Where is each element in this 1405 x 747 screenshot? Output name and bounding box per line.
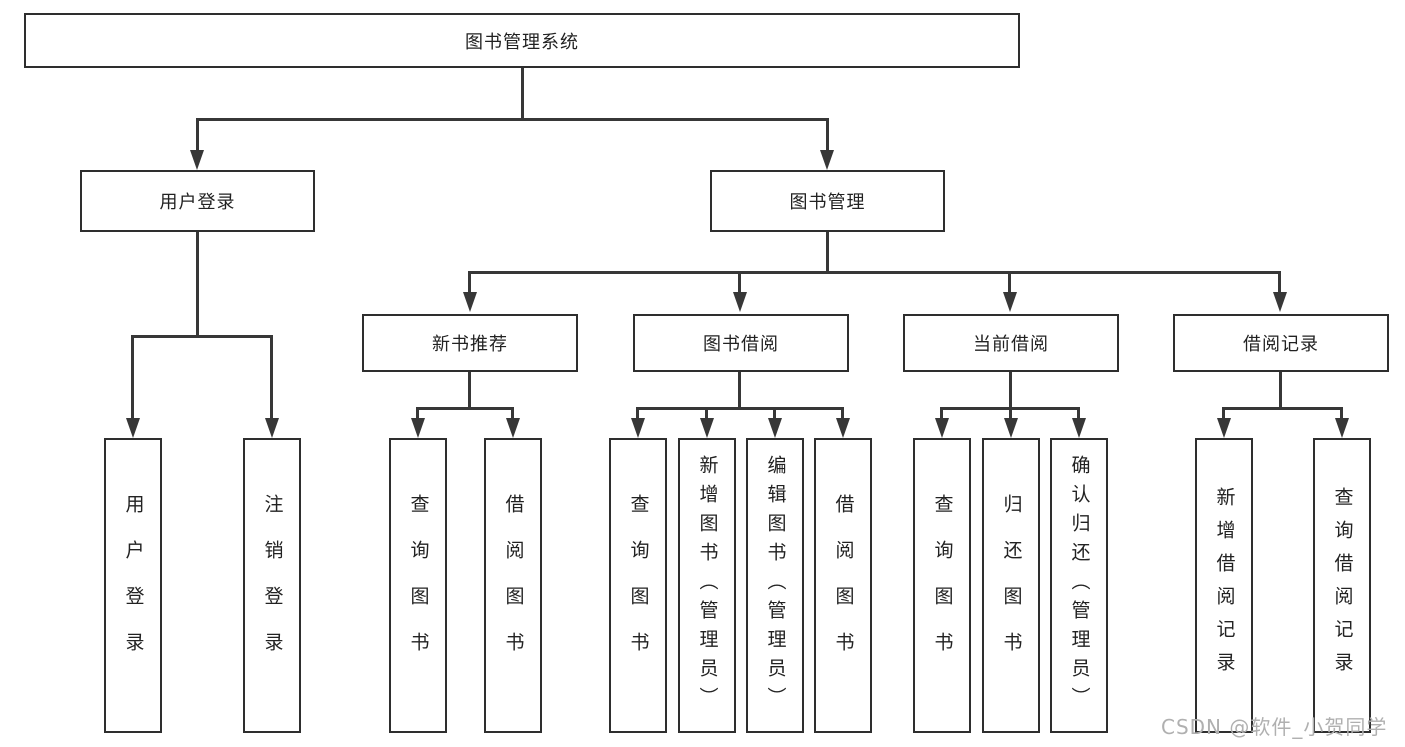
- connector-line: [738, 271, 741, 294]
- node-user-login: 用户登录: [80, 170, 315, 232]
- node-book-borrowing: 图书借阅: [633, 314, 849, 372]
- connector-line: [196, 232, 199, 336]
- node-label: 当前借阅: [973, 334, 1049, 355]
- connector-line: [416, 407, 419, 419]
- connector-line: [940, 407, 943, 419]
- node-add-borrow-record: 新增借阅记录: [1195, 438, 1253, 733]
- node-return-books: 归还图书: [982, 438, 1040, 733]
- connector-line: [1222, 407, 1225, 419]
- connector-line: [1008, 271, 1011, 294]
- arrow-down-icon: [768, 418, 782, 438]
- node-label: 新增借阅记录: [1213, 486, 1236, 685]
- arrow-down-icon: [265, 418, 279, 438]
- connector-line: [1278, 271, 1281, 294]
- connector-line: [1009, 407, 1012, 419]
- connector-line: [131, 335, 134, 419]
- node-label: 查询图书: [931, 493, 954, 678]
- connector-line: [468, 271, 1281, 274]
- connector-line: [416, 407, 514, 410]
- arrow-down-icon: [935, 418, 949, 438]
- node-confirm-return-admin: 确认归还（管理员）: [1050, 438, 1108, 733]
- connector-line: [738, 372, 741, 408]
- arrow-down-icon: [700, 418, 714, 438]
- node-current-borrowing: 当前借阅: [903, 314, 1119, 372]
- connector-line: [131, 335, 273, 338]
- node-query-borrow-record: 查询借阅记录: [1313, 438, 1371, 733]
- node-borrow-books-recommend: 借阅图书: [484, 438, 542, 733]
- connector-line: [826, 232, 829, 272]
- arrow-down-icon: [1072, 418, 1086, 438]
- connector-line: [826, 118, 829, 152]
- arrow-down-icon: [1217, 418, 1231, 438]
- node-label: 新书推荐: [432, 334, 508, 355]
- connector-line: [636, 407, 639, 419]
- connector-line: [705, 407, 708, 419]
- connector-line: [636, 407, 844, 410]
- connector-line: [841, 407, 844, 419]
- node-label: 新增图书（管理员）: [696, 455, 719, 716]
- node-book-management: 图书管理: [710, 170, 945, 232]
- connector-line: [773, 407, 776, 419]
- node-logout: 注销登录: [243, 438, 301, 733]
- node-borrow-books-action: 借阅图书: [814, 438, 872, 733]
- connector-line: [1279, 372, 1282, 408]
- arrow-down-icon: [463, 292, 477, 312]
- arrow-down-icon: [733, 292, 747, 312]
- node-query-books-borrow: 查询图书: [609, 438, 667, 733]
- connector-line: [511, 407, 514, 419]
- connector-line: [196, 118, 829, 121]
- node-label: 用户登录: [159, 192, 236, 213]
- node-label: 编辑图书（管理员）: [764, 455, 787, 716]
- node-edit-book-admin: 编辑图书（管理员）: [746, 438, 804, 733]
- node-label: 图书管理: [789, 192, 866, 213]
- node-query-books-current: 查询图书: [913, 438, 971, 733]
- arrow-down-icon: [1004, 418, 1018, 438]
- node-label: 查询图书: [407, 493, 430, 678]
- node-label: 图书管理系统: [465, 31, 579, 53]
- node-label: 用户登录: [122, 493, 145, 678]
- node-label: 查询图书: [627, 493, 650, 678]
- watermark-text: CSDN @软件_小贺同学: [1161, 715, 1388, 739]
- connector-line: [1340, 407, 1343, 419]
- arrow-down-icon: [190, 150, 204, 170]
- connector-line: [270, 335, 273, 419]
- arrow-down-icon: [1335, 418, 1349, 438]
- node-query-books-recommend: 查询图书: [389, 438, 447, 733]
- connector-line: [521, 67, 524, 119]
- arrow-down-icon: [820, 150, 834, 170]
- node-label: 查询借阅记录: [1331, 486, 1354, 685]
- arrow-down-icon: [126, 418, 140, 438]
- arrow-down-icon: [631, 418, 645, 438]
- node-label: 借阅图书: [832, 493, 855, 678]
- arrow-down-icon: [1273, 292, 1287, 312]
- connector-line: [468, 271, 471, 294]
- node-add-book-admin: 新增图书（管理员）: [678, 438, 736, 733]
- node-label: 归还图书: [1000, 493, 1023, 678]
- node-label: 借阅图书: [502, 493, 525, 678]
- connector-line: [1009, 372, 1012, 408]
- node-borrowing-records: 借阅记录: [1173, 314, 1389, 372]
- connector-line: [196, 118, 199, 152]
- node-label: 注销登录: [261, 493, 284, 678]
- node-label: 借阅记录: [1243, 334, 1319, 355]
- connector-line: [468, 372, 471, 408]
- connector-line: [1077, 407, 1080, 419]
- arrow-down-icon: [411, 418, 425, 438]
- arrow-down-icon: [836, 418, 850, 438]
- node-library-management-system: 图书管理系统: [24, 13, 1020, 68]
- node-label: 确认归还（管理员）: [1068, 455, 1091, 716]
- node-new-book-recommend: 新书推荐: [362, 314, 578, 372]
- arrow-down-icon: [1003, 292, 1017, 312]
- connector-line: [1222, 407, 1343, 410]
- arrow-down-icon: [506, 418, 520, 438]
- node-user-login-action: 用户登录: [104, 438, 162, 733]
- node-label: 图书借阅: [703, 334, 779, 355]
